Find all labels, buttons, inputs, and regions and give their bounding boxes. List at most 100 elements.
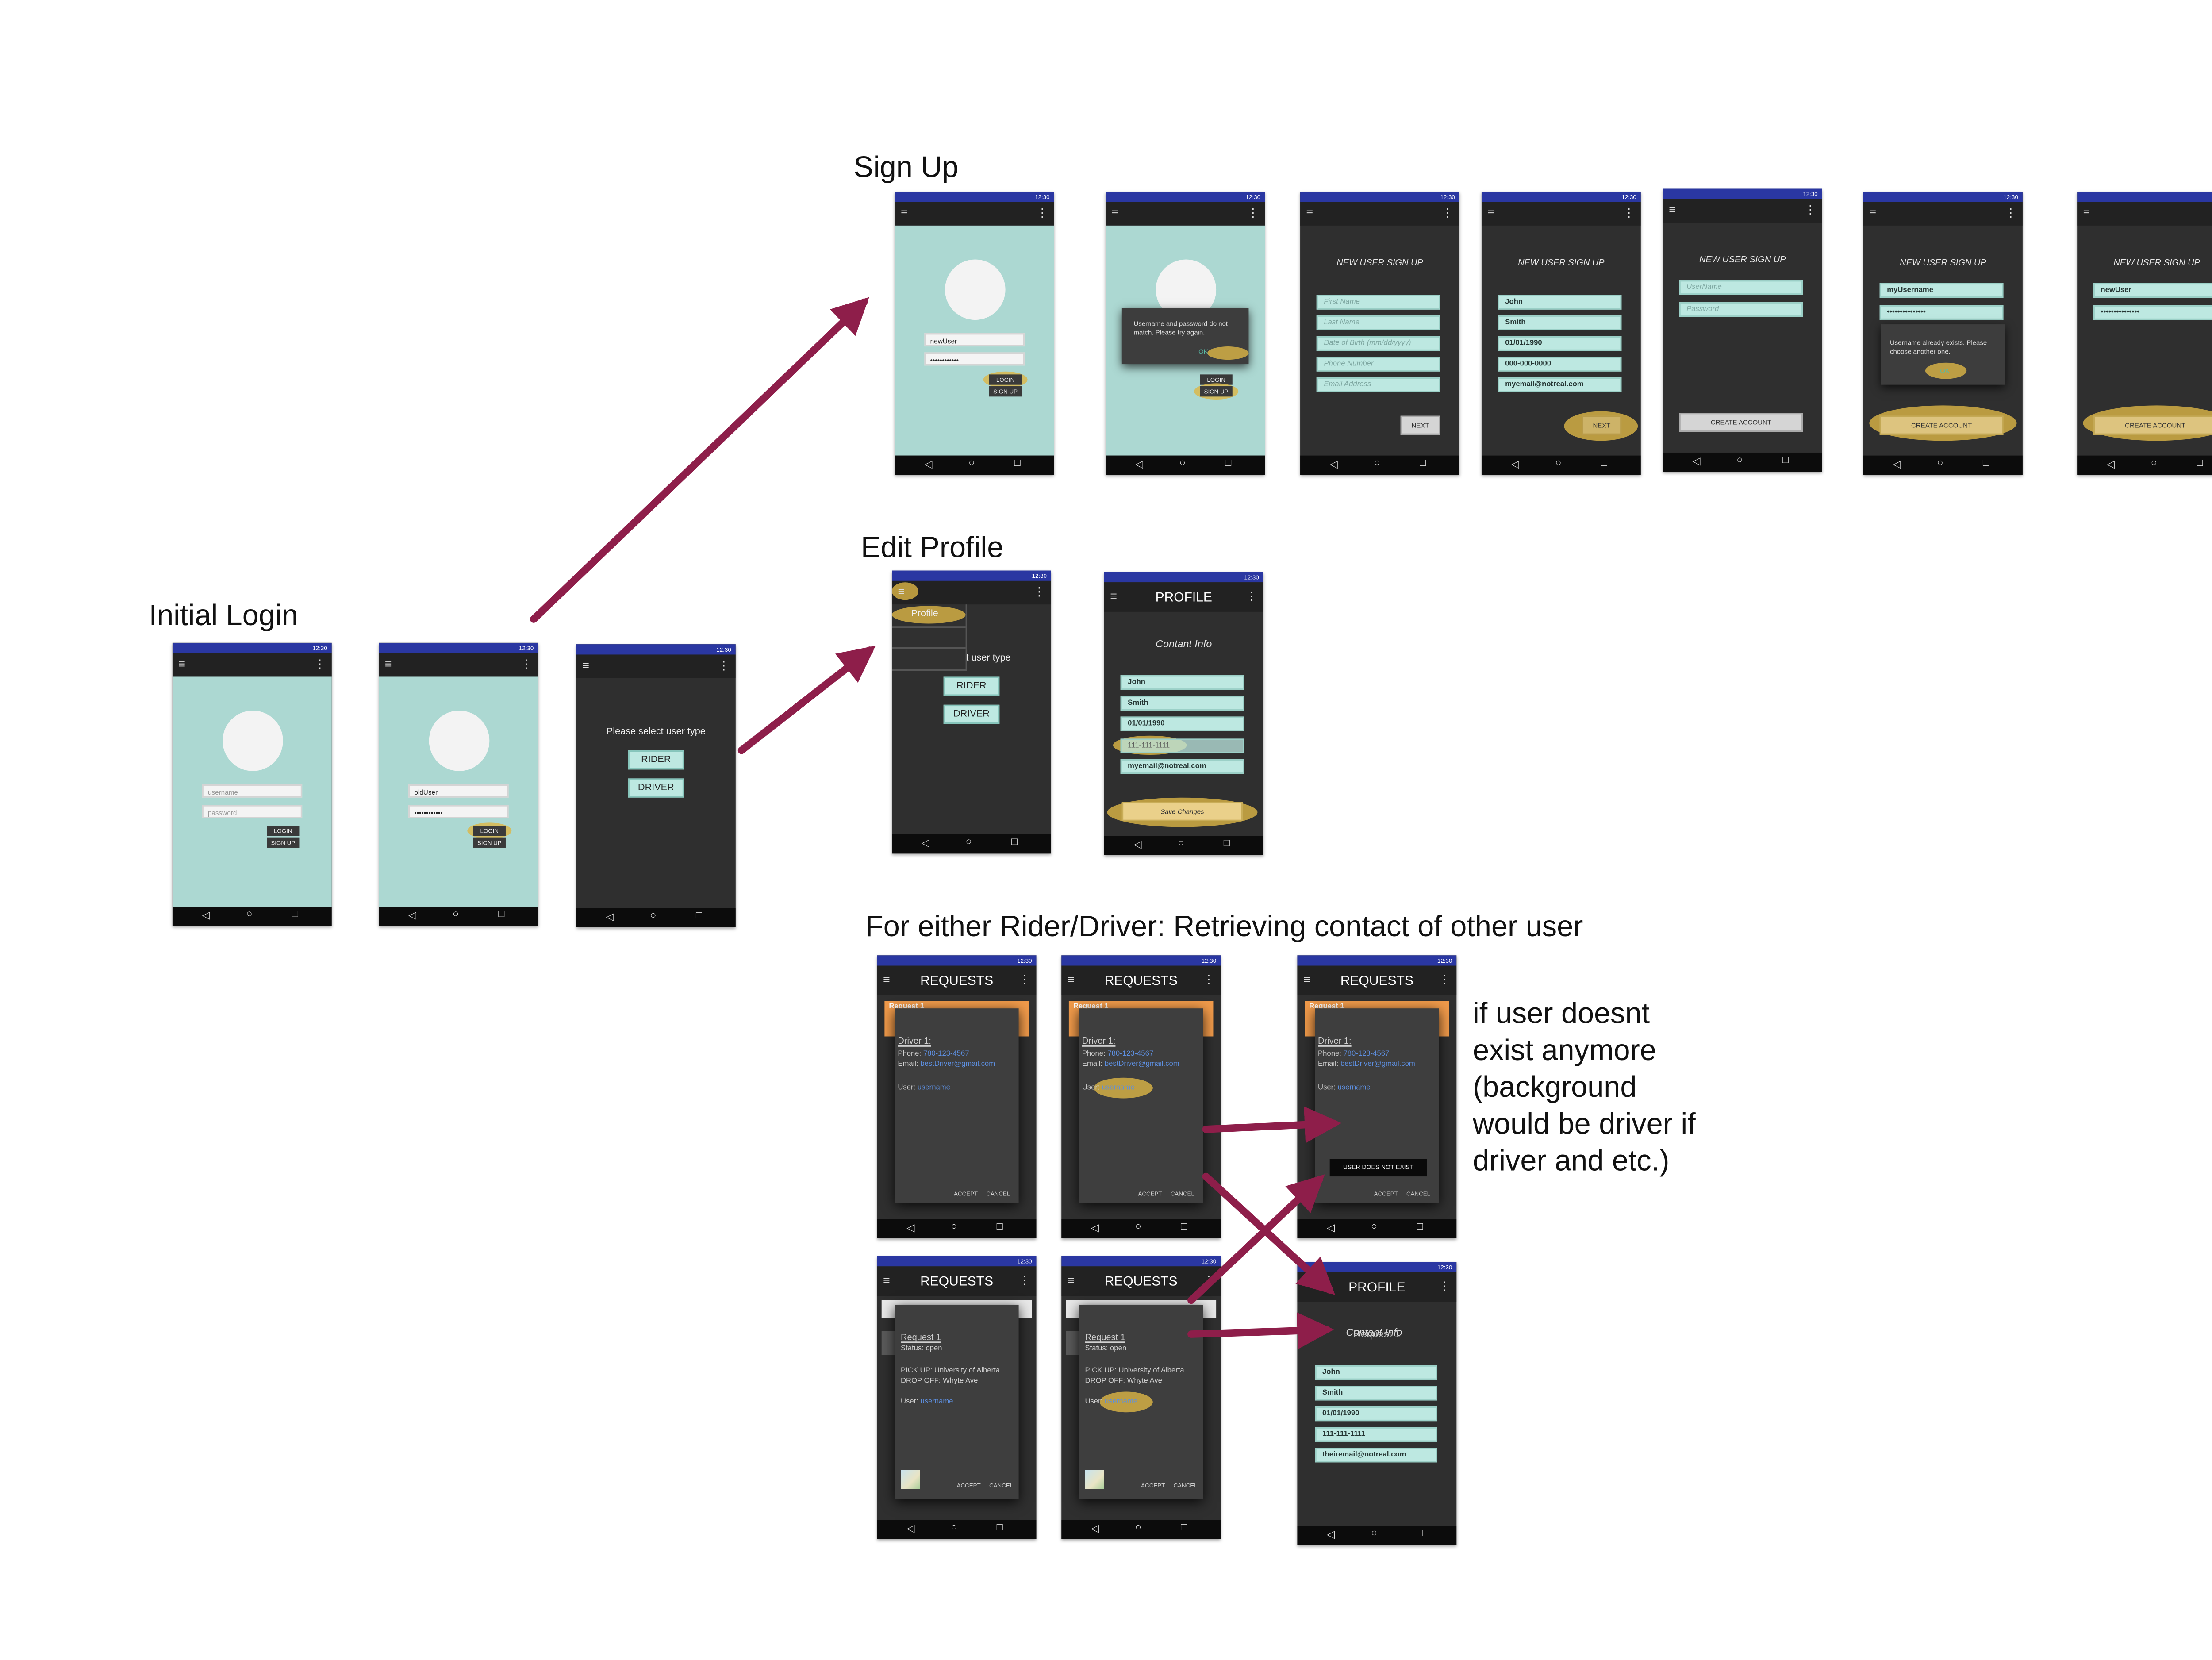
- home-icon[interactable]: ○: [1374, 458, 1380, 469]
- back-icon[interactable]: ◁: [1327, 1223, 1335, 1234]
- recent-apps-icon[interactable]: □: [996, 1523, 1003, 1533]
- recent-apps-icon[interactable]: □: [1014, 458, 1021, 469]
- home-icon[interactable]: ○: [1178, 838, 1184, 849]
- menu-icon[interactable]: ≡: [1067, 973, 1075, 987]
- recent-apps-icon[interactable]: □: [1181, 1222, 1187, 1233]
- username-input[interactable]: newUser: [924, 333, 1025, 347]
- back-icon[interactable]: ◁: [2106, 460, 2115, 470]
- overflow-menu-icon[interactable]: ⋮: [1623, 206, 1635, 220]
- menu-icon[interactable]: ≡: [1111, 206, 1119, 220]
- cancel-button[interactable]: CANCEL: [989, 1481, 1014, 1489]
- back-icon[interactable]: ◁: [1692, 457, 1701, 468]
- overflow-menu-icon[interactable]: ⋮: [1439, 973, 1451, 987]
- recent-apps-icon[interactable]: □: [1417, 1222, 1423, 1233]
- back-icon[interactable]: ◁: [1511, 460, 1519, 470]
- menu-icon[interactable]: ≡: [883, 973, 890, 987]
- overflow-menu-icon[interactable]: ⋮: [1439, 1280, 1451, 1293]
- username-field[interactable]: newUser: [2093, 283, 2212, 298]
- menu-icon[interactable]: ≡: [384, 657, 392, 671]
- back-icon[interactable]: ◁: [1893, 460, 1901, 470]
- overflow-menu-icon[interactable]: ⋮: [1441, 206, 1454, 220]
- overflow-menu-icon[interactable]: ⋮: [1804, 203, 1816, 217]
- first-name-field[interactable]: John: [1498, 295, 1622, 310]
- overflow-menu-icon[interactable]: ⋮: [1018, 973, 1031, 987]
- menu-icon[interactable]: ≡: [178, 657, 185, 671]
- overflow-menu-icon[interactable]: ⋮: [718, 659, 730, 672]
- recent-apps-icon[interactable]: □: [2197, 458, 2203, 469]
- last-name-field[interactable]: Last Name: [1316, 315, 1440, 330]
- username-field[interactable]: UserName: [1679, 280, 1803, 295]
- login-button[interactable]: LOGIN: [473, 826, 506, 836]
- signup-button[interactable]: SIGN UP: [1200, 386, 1233, 397]
- menu-icon[interactable]: ≡: [1067, 1273, 1075, 1287]
- create-account-button[interactable]: CREATE ACCOUNT: [1679, 413, 1803, 432]
- home-icon[interactable]: ○: [951, 1523, 957, 1533]
- overflow-menu-icon[interactable]: ⋮: [1247, 206, 1259, 220]
- overflow-menu-icon[interactable]: ⋮: [1036, 206, 1048, 220]
- overflow-menu-icon[interactable]: ⋮: [1033, 585, 1045, 599]
- home-icon[interactable]: ○: [2151, 458, 2157, 469]
- home-icon[interactable]: ○: [1135, 1523, 1141, 1533]
- accept-button[interactable]: ACCEPT: [1141, 1481, 1165, 1489]
- password-field[interactable]: Password: [1679, 302, 1803, 317]
- ok-button[interactable]: OK: [1940, 367, 1950, 375]
- overflow-menu-icon[interactable]: ⋮: [1203, 973, 1215, 987]
- recent-apps-icon[interactable]: □: [1011, 837, 1018, 848]
- home-icon[interactable]: ○: [965, 837, 972, 848]
- cancel-button[interactable]: CANCEL: [986, 1190, 1010, 1197]
- signup-button[interactable]: SIGN UP: [267, 837, 300, 848]
- recent-apps-icon[interactable]: □: [498, 909, 505, 920]
- menu-icon[interactable]: ≡: [1869, 206, 1876, 220]
- menu-icon[interactable]: ≡: [1487, 206, 1494, 220]
- cancel-button[interactable]: CANCEL: [1406, 1190, 1431, 1197]
- home-icon[interactable]: ○: [1371, 1529, 1378, 1539]
- username-field[interactable]: myUsername: [1879, 283, 2004, 298]
- back-icon[interactable]: ◁: [202, 911, 210, 922]
- dob-field[interactable]: 01/01/1990: [1498, 336, 1622, 351]
- accept-button[interactable]: ACCEPT: [953, 1190, 978, 1197]
- map-thumbnail-icon[interactable]: [1085, 1470, 1104, 1489]
- recent-apps-icon[interactable]: □: [1782, 455, 1789, 466]
- rider-button[interactable]: RIDER: [628, 750, 684, 770]
- home-icon[interactable]: ○: [246, 909, 253, 920]
- email-field[interactable]: myemail@notreal.com: [1120, 759, 1244, 774]
- menu-icon[interactable]: ≡: [883, 1273, 890, 1287]
- next-button[interactable]: NEXT: [1582, 415, 1622, 435]
- accept-button[interactable]: ACCEPT: [1374, 1190, 1398, 1197]
- menu-icon[interactable]: ≡: [1306, 206, 1313, 220]
- overflow-menu-icon[interactable]: ⋮: [1245, 589, 1258, 603]
- home-icon[interactable]: ○: [1371, 1222, 1378, 1233]
- cancel-button[interactable]: CANCEL: [1170, 1190, 1194, 1197]
- home-icon[interactable]: ○: [1555, 458, 1562, 469]
- signup-button[interactable]: SIGN UP: [473, 837, 506, 848]
- recent-apps-icon[interactable]: □: [695, 911, 702, 922]
- email-field[interactable]: myemail@notreal.com: [1498, 377, 1622, 392]
- menu-icon[interactable]: ≡: [2083, 206, 2090, 220]
- back-icon[interactable]: ◁: [1133, 840, 1142, 851]
- recent-apps-icon[interactable]: □: [1601, 458, 1607, 469]
- menu-icon[interactable]: ≡: [582, 659, 589, 672]
- back-icon[interactable]: ◁: [921, 838, 929, 849]
- driver-title[interactable]: Driver 1:: [898, 1038, 931, 1047]
- password-input[interactable]: password: [202, 805, 303, 818]
- menu-icon[interactable]: ≡: [1110, 589, 1117, 603]
- back-icon[interactable]: ◁: [906, 1223, 915, 1234]
- accept-button[interactable]: ACCEPT: [956, 1481, 981, 1489]
- driver-button[interactable]: DRIVER: [628, 778, 684, 798]
- phone-field[interactable]: 111-111-1111: [1120, 738, 1244, 753]
- password-input[interactable]: ••••••••••••: [924, 352, 1025, 366]
- email-field[interactable]: Email Address: [1316, 377, 1440, 392]
- recent-apps-icon[interactable]: □: [1181, 1523, 1187, 1533]
- password-field[interactable]: •••••••••••••••: [2093, 305, 2212, 320]
- back-icon[interactable]: ◁: [1327, 1530, 1335, 1541]
- driver-title[interactable]: Driver 1:: [1318, 1038, 1352, 1047]
- home-icon[interactable]: ○: [650, 911, 657, 922]
- request-title[interactable]: Request 1: [1085, 1334, 1125, 1343]
- drawer-item-profile[interactable]: Profile: [911, 609, 938, 619]
- overflow-menu-icon[interactable]: ⋮: [520, 657, 532, 671]
- ok-button[interactable]: OK: [1198, 348, 1208, 356]
- back-icon[interactable]: ◁: [1135, 460, 1143, 470]
- overflow-menu-icon[interactable]: ⋮: [314, 657, 326, 671]
- overflow-menu-icon[interactable]: ⋮: [1018, 1273, 1031, 1287]
- username-input[interactable]: oldUser: [408, 784, 509, 798]
